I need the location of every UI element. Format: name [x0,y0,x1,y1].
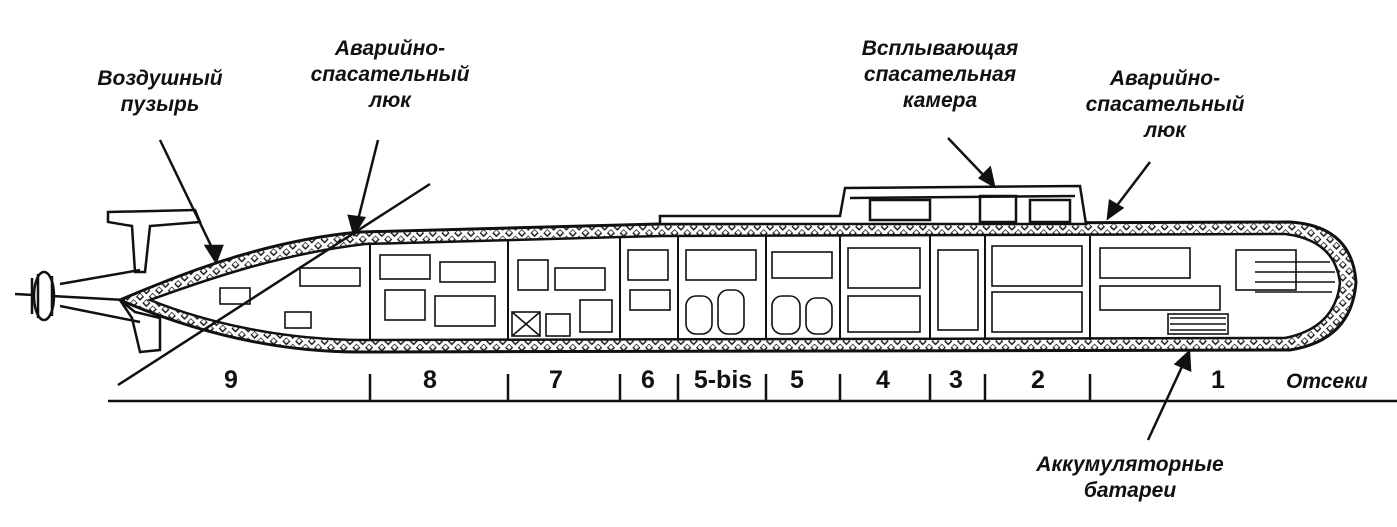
compartment-9: 9 [224,366,238,394]
label-air-bubble: Воздушный пузырь [70,66,250,118]
label-line: Воздушный [97,67,223,90]
aft-hatch-arrow [354,139,380,229]
sail [658,184,1088,226]
compartment-scale [108,374,1397,403]
compartment-8: 8 [423,366,437,394]
compartment-4: 4 [876,366,890,394]
label-line: спасательный [310,63,470,86]
label-rescue-hatch-aft: Аварийно- спасательный люк [290,36,490,114]
air-bubble-arrow [158,139,218,257]
propeller [14,268,141,324]
interior-equipment [219,245,1335,337]
compartment-2: 2 [1031,366,1045,394]
compartment-3: 3 [949,366,963,394]
label-line: Аварийно- [334,37,446,60]
label-line: Всплывающая [861,37,1019,60]
label-line: люк [1144,119,1186,142]
label-line: спасательная [863,63,1017,86]
compartment-1: 1 [1211,366,1225,394]
fwd-hatch-arrow [1111,161,1151,213]
label-line: пузырь [120,93,200,116]
label-line: батареи [1083,479,1177,502]
label-rescue-hatch-fwd: Аварийно- спасательный люк [1065,66,1265,144]
inner-hull [146,232,1342,342]
label-line: Аккумуляторные [1036,453,1224,476]
stern-guide-lines [117,182,431,387]
label-batteries: Аккумуляторные батареи [1010,452,1250,504]
compartments-caption: Отсеки [1286,370,1368,393]
label-line: спасательный [1085,93,1245,116]
label-line: люк [369,89,411,112]
compartment-6: 6 [641,366,655,394]
compartment-5: 5 [790,366,804,394]
label-line: камера [902,89,978,112]
bulkheads [369,236,1091,340]
pointer-arrows [158,137,1192,441]
batteries-arrow [1146,357,1188,441]
compartment-5-bis: 5-bis [693,366,753,394]
label-rescue-chamber: Всплывающая спасательная камера [840,36,1040,114]
label-line: Аварийно- [1109,67,1221,90]
compartment-7: 7 [549,366,563,394]
